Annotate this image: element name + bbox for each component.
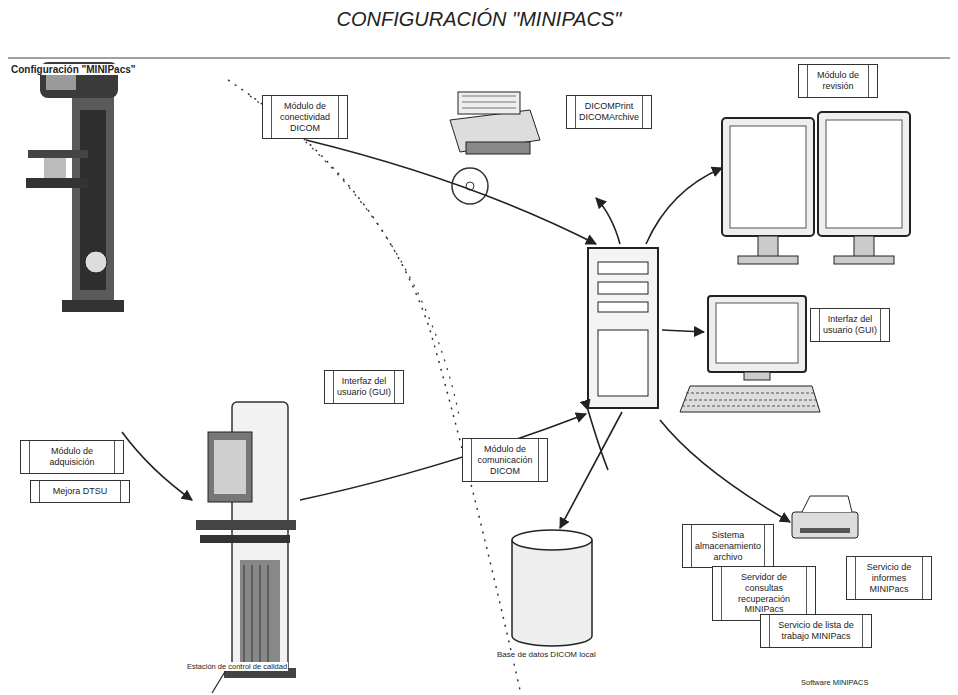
header-rule (8, 58, 950, 59)
component-box: Módulo de comunicación DICOM (462, 438, 548, 482)
component-box: Interfaz del usuario (GUI) (810, 308, 890, 342)
mammography-unit (26, 62, 124, 312)
note-label: Estación de control de calidad (186, 662, 288, 671)
note-label: Configuración "MINIPacs" (10, 64, 137, 75)
archive-disc (452, 168, 488, 204)
mammography-unit (196, 402, 296, 693)
component-box: Interfaz del usuario (GUI) (324, 370, 404, 404)
box-text: Módulo de comunicación DICOM (475, 444, 535, 476)
note-label: Base de datos DICOM local (496, 650, 597, 659)
box-text: Módulo de revisión (811, 70, 865, 92)
box-text: Servidor de consultas recuperación MINIP… (725, 572, 803, 615)
report-printer (792, 496, 858, 538)
database-cylinder (512, 530, 592, 646)
component-box: Servicio de lista de trabajo MINIPacs (760, 614, 872, 648)
dotted-divider (250, 96, 460, 420)
user-workstation (680, 296, 820, 412)
box-text: Módulo de conectividad DICOM (275, 101, 335, 133)
film-printer (450, 92, 540, 154)
box-text: Servicio de lista de trabajo MINIPacs (773, 620, 859, 642)
dotted-divider (228, 80, 520, 690)
diagram-title: CONFIGURACIÓN "MINIPACS" (0, 8, 958, 31)
box-text: Interfaz del usuario (GUI) (823, 314, 877, 336)
component-box: Mejora DTSU (30, 480, 130, 503)
component-box: Módulo de revisión (798, 64, 878, 98)
box-text: Mejora DTSU (43, 486, 117, 497)
component-box: Servicio de informes MINIPacs (846, 556, 932, 600)
component-box: Sistema almacenamiento archivo (682, 524, 774, 568)
flow-arrow (122, 140, 790, 528)
box-text: Servicio de informes MINIPacs (859, 562, 919, 594)
box-text: Interfaz del usuario (GUI) (337, 376, 391, 398)
server-tower (588, 248, 658, 408)
component-box: Módulo de conectividad DICOM (262, 95, 348, 139)
box-text: DICOMPrint DICOMArchive (579, 101, 639, 123)
note-label: Software MINIPACS (800, 678, 869, 687)
box-text: Módulo de adquisición (33, 446, 111, 468)
component-box: Servidor de consultas recuperación MINIP… (712, 566, 816, 621)
component-box: DICOMPrint DICOMArchive (566, 95, 652, 129)
review-monitors (722, 112, 910, 264)
component-box: Módulo de adquisición (20, 440, 124, 474)
box-text: Sistema almacenamiento archivo (695, 530, 761, 562)
